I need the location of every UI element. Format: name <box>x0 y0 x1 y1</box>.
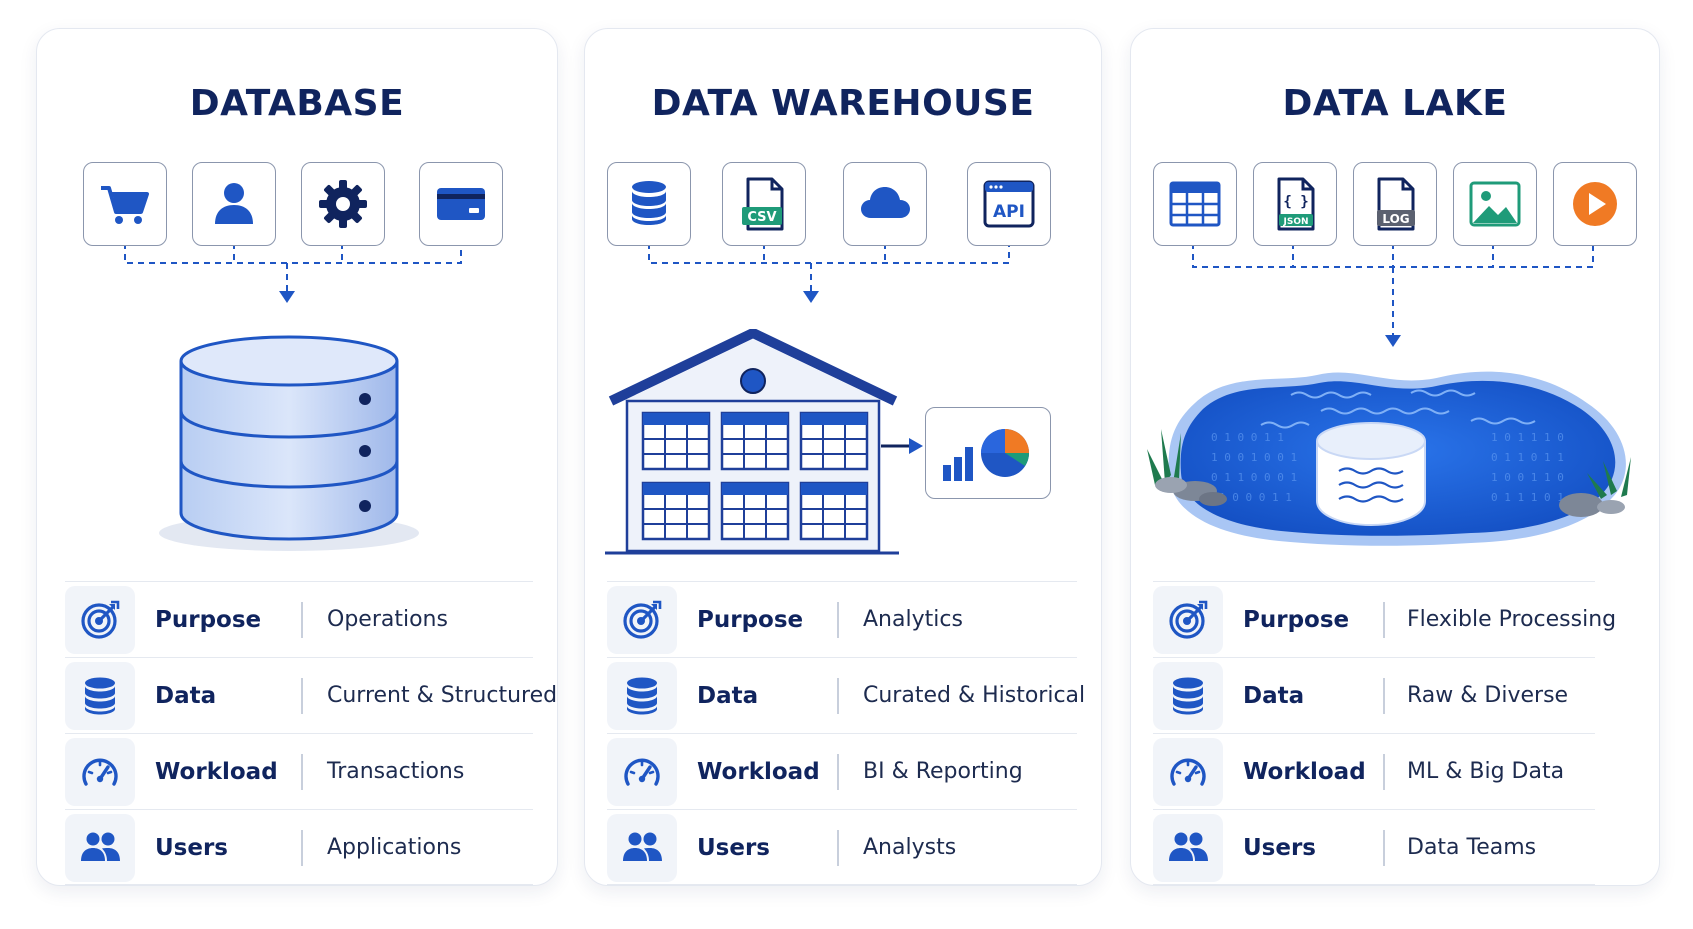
table-icon <box>1169 181 1221 227</box>
property-value: Curated & Historical <box>863 683 1086 708</box>
log-source: LOG <box>1353 162 1437 246</box>
property-value: Data Teams <box>1407 835 1537 860</box>
json-file-icon: { } JSON <box>1277 177 1315 231</box>
speedometer-icon <box>1153 738 1223 806</box>
cart-source <box>83 162 167 246</box>
property-value: BI & Reporting <box>863 759 1023 784</box>
property-label: Users <box>697 835 770 861</box>
property-label: Workload <box>155 759 278 785</box>
api-window-icon: API <box>983 180 1035 228</box>
gear-icon <box>319 180 367 228</box>
users-icon <box>65 814 135 882</box>
property-label: Purpose <box>1243 607 1350 633</box>
speedometer-icon <box>65 738 135 806</box>
users-icon <box>1153 814 1223 882</box>
cloud-source <box>843 162 927 246</box>
log-label: LOG <box>1382 212 1409 226</box>
target-icon <box>607 586 677 654</box>
property-row-data: Data Curated & Historical <box>607 657 1085 733</box>
log-file-icon: LOG <box>1377 177 1415 231</box>
settings-source <box>301 162 385 246</box>
property-value: ML & Big Data <box>1407 759 1565 784</box>
card-source <box>419 162 503 246</box>
database-icon <box>1153 662 1223 730</box>
svg-text:1 0 0 0 1 1: 1 0 0 0 1 1 <box>1219 491 1292 504</box>
svg-text:0 1 1 1 0 1: 0 1 1 1 0 1 <box>1491 491 1564 504</box>
property-value: Transactions <box>327 759 465 784</box>
csv-file-icon: CSV <box>742 177 784 231</box>
csv-label: CSV <box>747 210 776 225</box>
property-value: Flexible Processing <box>1407 607 1617 632</box>
property-value: Current & Structured <box>327 683 558 708</box>
property-label: Purpose <box>155 607 262 633</box>
property-label: Data <box>155 683 217 709</box>
property-label: Data <box>697 683 759 709</box>
image-source <box>1453 162 1537 246</box>
property-row-users: Users Applications <box>65 809 533 885</box>
database-icon <box>65 662 135 730</box>
property-value: Analytics <box>863 607 963 632</box>
property-label: Workload <box>1243 759 1366 785</box>
csv-source: CSV <box>722 162 806 246</box>
database-cylinder-illustration <box>159 335 419 551</box>
panel-title: DATA WAREHOUSE <box>651 83 1035 124</box>
user-source <box>192 162 276 246</box>
property-value: Applications <box>327 835 462 860</box>
json-label: JSON <box>1282 217 1308 227</box>
svg-text:1 0 1 1 1 0: 1 0 1 1 1 0 <box>1491 431 1564 444</box>
property-label: Purpose <box>697 607 804 633</box>
property-row-purpose: Purpose Operations <box>65 581 533 657</box>
cloud-icon <box>861 187 910 218</box>
property-row-workload: Workload ML & Big Data <box>1153 733 1595 809</box>
data-lake-panel: DATA LAKE { } <box>1130 28 1660 886</box>
play-icon <box>1573 182 1617 226</box>
svg-text:0 1 0 0 1 1: 0 1 0 0 1 1 <box>1211 431 1284 444</box>
svg-text:1 0 0 1 1 0: 1 0 0 1 1 0 <box>1491 471 1564 484</box>
json-source: { } JSON <box>1253 162 1337 246</box>
video-source <box>1553 162 1637 246</box>
credit-card-icon <box>437 188 485 220</box>
database-icon <box>607 662 677 730</box>
speedometer-icon <box>607 738 677 806</box>
property-row-workload: Workload Transactions <box>65 733 533 809</box>
lake-illustration: 0 1 0 0 1 1 1 0 0 1 0 0 1 0 1 1 0 0 0 1 … <box>1147 371 1631 546</box>
bar-pie-chart-icon <box>943 429 1029 481</box>
property-label: Users <box>155 835 228 861</box>
property-label: Workload <box>697 759 820 785</box>
target-icon <box>65 586 135 654</box>
warehouse-output-arrow <box>881 438 923 454</box>
property-row-workload: Workload BI & Reporting <box>607 733 1077 809</box>
property-label: Data <box>1243 683 1305 709</box>
property-row-purpose: Purpose Flexible Processing <box>1153 581 1616 657</box>
property-row-data: Data Raw & Diverse <box>1153 657 1595 733</box>
users-icon <box>607 814 677 882</box>
property-row-data: Data Current & Structured <box>65 657 557 733</box>
table-source <box>1153 162 1237 246</box>
property-row-purpose: Purpose Analytics <box>607 581 1077 657</box>
database-panel: DATABASE <box>36 28 558 886</box>
property-label: Users <box>1243 835 1316 861</box>
property-row-users: Users Data Teams <box>1153 809 1595 885</box>
target-icon <box>1153 586 1223 654</box>
data-warehouse-panel: DATA WAREHOUSE CSV <box>584 28 1102 886</box>
panel-title: DATA LAKE <box>1282 83 1508 124</box>
database-source <box>607 162 691 246</box>
analytics-output <box>925 407 1051 499</box>
property-row-users: Users Analysts <box>607 809 1077 885</box>
property-value: Raw & Diverse <box>1407 683 1569 708</box>
database-icon <box>632 181 666 225</box>
svg-text:0 1 1 0 0 0 1: 0 1 1 0 0 0 1 <box>1211 471 1297 484</box>
panel-title: DATABASE <box>189 83 405 124</box>
api-label: API <box>993 202 1025 222</box>
svg-text:0 1 1 0 1 1: 0 1 1 0 1 1 <box>1491 451 1564 464</box>
warehouse-building-illustration <box>605 329 899 555</box>
svg-text:{ }: { } <box>1283 194 1308 210</box>
image-icon <box>1469 181 1521 227</box>
api-source: API <box>967 162 1051 246</box>
cart-icon <box>101 186 149 224</box>
property-value: Analysts <box>863 835 957 860</box>
user-icon <box>215 183 253 224</box>
property-value: Operations <box>327 607 448 632</box>
svg-text:1 0 0 1 0 0 1: 1 0 0 1 0 0 1 <box>1211 451 1297 464</box>
